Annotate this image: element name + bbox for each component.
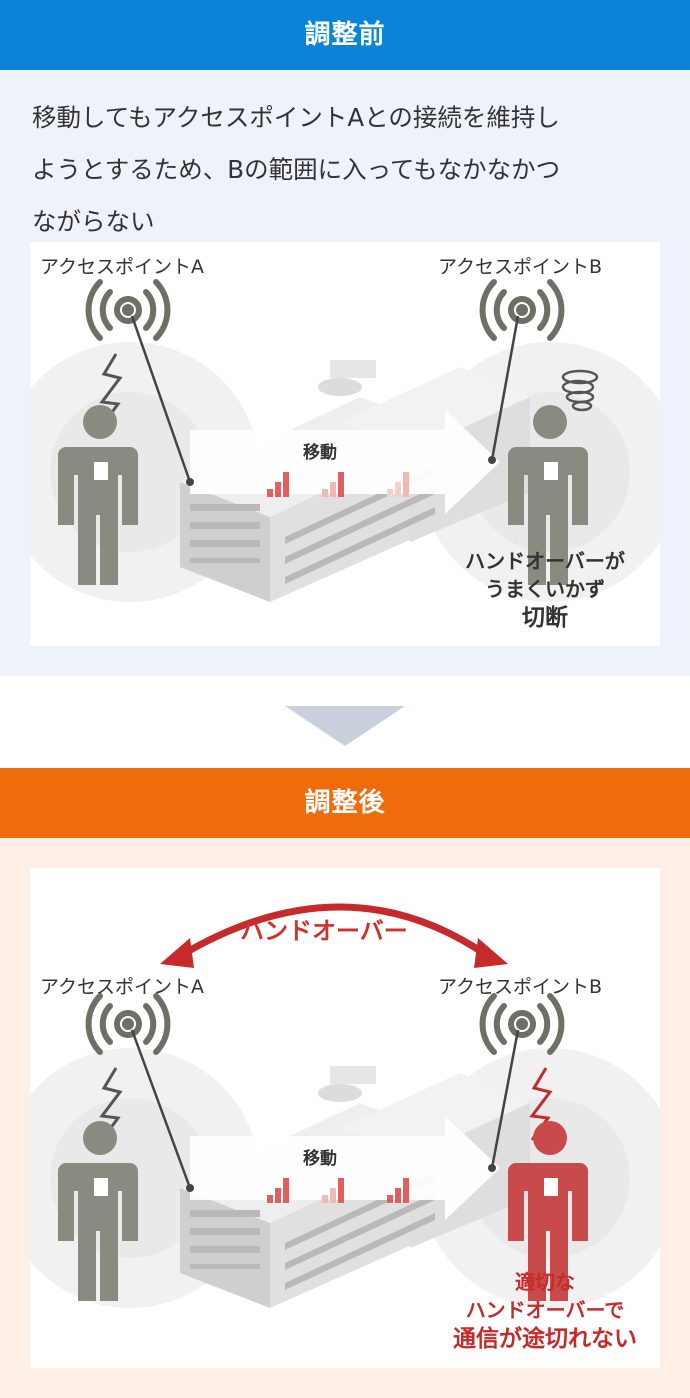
person-icon [58,405,138,585]
person-icon [508,1121,588,1301]
before-diagram-art [30,279,660,602]
tangle-icon [561,369,599,412]
person-icon [508,405,588,585]
signal-bars-icon [267,1178,409,1203]
lightning-icon [99,1067,123,1141]
before-caption: ハンドオーバーが うまくいかず 切断 [445,547,645,633]
signal-bars-icon [267,472,409,497]
desc-line-2: ようとするため、Bの範囲に入ってもなかなかつ [32,155,561,184]
before-section: 移動してもアクセスポイントAとの接続を維持し ようとするため、Bの範囲に入っても… [0,70,690,676]
caption-line-2: ハンドオーバーで [465,1298,625,1322]
wifi-signal-icon [85,279,171,341]
move-label: 移動 [303,1149,337,1169]
ap-a-label: アクセスポイントA [40,976,205,998]
wifi-signal-icon [85,993,171,1055]
down-arrow-icon [285,706,405,746]
lightning-icon [99,353,123,427]
ap-b-label: アクセスポイントB [438,256,603,278]
move-arrow-icon [190,410,500,514]
after-section: ハンドオーバー アクセスポイントA アクセスポイントB 移動 適切な ハンドオー… [0,838,690,1398]
caption-strong: 切断 [522,605,568,631]
caption-line-1: 適切な [515,1270,575,1294]
move-label: 移動 [303,443,337,463]
ap-a-label: アクセスポイントA [40,256,205,278]
caption-line-2: うまくいかず [485,577,605,601]
after-header: 調整後 [0,768,690,838]
before-header: 調整前 [0,0,690,70]
handover-label: ハンドオーバー [240,917,408,945]
caption-strong: 通信が途切れない [453,1326,637,1352]
wifi-signal-icon [479,993,565,1055]
after-diagram: ハンドオーバー アクセスポイントA アクセスポイントB 移動 適切な ハンドオー… [30,868,660,1368]
before-description: 移動してもアクセスポイントAとの接続を維持し ようとするため、Bの範囲に入っても… [32,92,662,248]
ap-b-label: アクセスポイントB [438,976,603,998]
person-icon [58,1121,138,1301]
after-caption: 適切な ハンドオーバーで 通信が途切れない [435,1268,655,1354]
before-diagram: アクセスポイントA アクセスポイントB 移動 ハンドオーバーが うまくいかず 切… [30,242,660,646]
desc-line-3: ながらない [32,207,155,236]
move-arrow-icon [190,1116,500,1220]
desc-line-1: 移動してもアクセスポイントAとの接続を維持し [32,103,560,132]
wifi-signal-icon [479,279,565,341]
after-diagram-art [30,903,660,1308]
caption-line-1: ハンドオーバーが [465,549,625,573]
handover-arc-icon [178,903,490,960]
